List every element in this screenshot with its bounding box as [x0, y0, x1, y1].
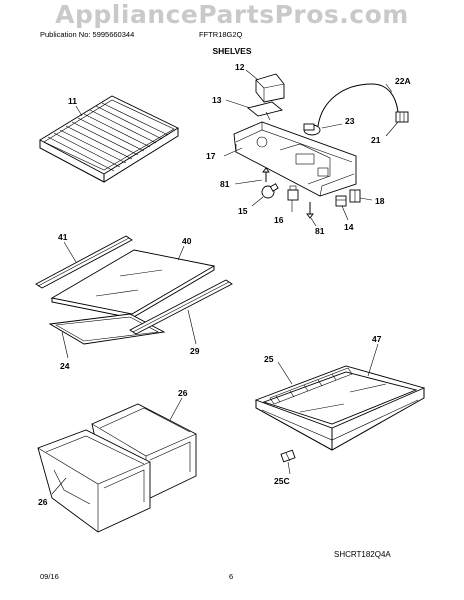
shelf-frame-24 — [48, 313, 166, 345]
publication-number: Publication No: 5995660344 — [40, 30, 135, 39]
control-housing-17 — [233, 121, 357, 197]
callout-16: 16 — [274, 215, 284, 225]
callout-24: 24 — [60, 361, 70, 371]
callout-17: 17 — [206, 151, 216, 161]
callout-25c: 25C — [274, 476, 290, 486]
crisper-glass-47 — [299, 383, 387, 413]
cover-latch-25c — [280, 449, 296, 463]
callout-22a: 22A — [395, 76, 411, 86]
crisper-drawer-front-26 — [37, 429, 151, 533]
switch-16 — [287, 185, 299, 201]
lens-13 — [247, 101, 283, 121]
callout-21: 21 — [371, 135, 381, 145]
callout-26a: 26 — [38, 497, 48, 507]
callout-40: 40 — [182, 236, 192, 246]
shelf-trim-rear-29 — [129, 279, 233, 335]
callout-12: 12 — [235, 62, 245, 72]
diagram-code: SHCRT182Q4A — [334, 550, 391, 559]
glass-shelf-40 — [50, 249, 216, 319]
thermostat-23 — [303, 123, 321, 136]
callout-25: 25 — [264, 354, 274, 364]
watermark-text: AppliancePartsPros.com — [55, 0, 409, 29]
light-bulb-15 — [261, 183, 279, 199]
callout-18: 18 — [375, 196, 385, 206]
callout-15: 15 — [238, 206, 248, 216]
footer-date: 09/16 — [40, 572, 59, 581]
wire-shelf-11 — [39, 95, 179, 183]
shelf-trim-front-41 — [35, 235, 133, 289]
callout-13: 13 — [212, 95, 222, 105]
wire-harness-22a — [317, 83, 399, 127]
callout-26b: 26 — [178, 388, 188, 398]
dial-18 — [349, 189, 361, 203]
connector-21 — [395, 111, 409, 123]
light-shield-12 — [255, 73, 285, 103]
callout-11: 11 — [68, 96, 77, 106]
section-title: SHELVES — [212, 46, 252, 56]
footer-page-number: 6 — [229, 572, 234, 581]
screw-81-bottom — [306, 202, 314, 219]
callout-81b: 81 — [315, 226, 325, 236]
callout-14: 14 — [344, 222, 354, 232]
crisper-cover-frame-25 — [254, 365, 426, 451]
callout-47: 47 — [372, 334, 382, 344]
knob-14 — [335, 195, 347, 207]
callout-41: 41 — [58, 232, 68, 242]
callout-29: 29 — [190, 346, 200, 356]
screw-81-left — [262, 167, 270, 182]
callout-23: 23 — [345, 116, 355, 126]
callout-81a: 81 — [220, 179, 230, 189]
model-number: FFTR18G2Q — [199, 30, 243, 39]
